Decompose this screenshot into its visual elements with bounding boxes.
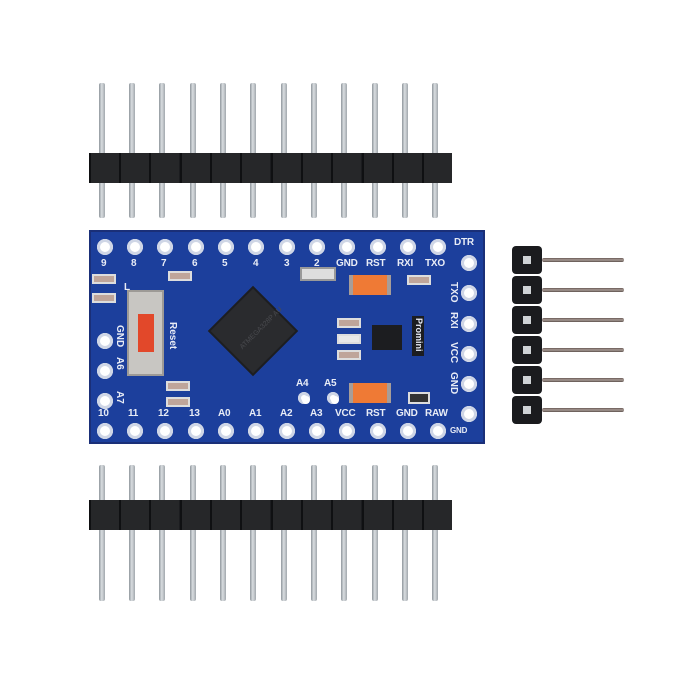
pin-label: RAW: [425, 408, 448, 419]
pin-label: 12: [158, 408, 169, 419]
bottom-pin-header: [89, 465, 452, 601]
pin-label-gnd-left: GND: [114, 325, 125, 348]
orange-capacitor-top: [349, 275, 391, 295]
diode: [412, 316, 424, 356]
pin-label: RST: [366, 258, 386, 269]
smd-resistor: [337, 350, 361, 360]
smd-resistor: [168, 271, 192, 281]
pin-label: GND: [336, 258, 358, 269]
pin-label: RXI: [397, 258, 414, 269]
pin-label-a6: A6: [114, 357, 125, 370]
voltage-regulator: [372, 325, 402, 350]
smd-resistor: [407, 275, 431, 285]
pin-label: GND: [396, 408, 418, 419]
a5-label: A5: [324, 378, 337, 389]
pin-label-vcc: VCC: [448, 342, 459, 364]
pin-label-a7: A7: [114, 391, 125, 404]
right-angle-pin-header: [512, 246, 624, 432]
promini-label: Promini: [414, 318, 424, 352]
a4-pad: [298, 392, 310, 404]
pin-label: 4: [253, 258, 259, 269]
smd-led: [92, 274, 116, 284]
reset-label: Reset: [167, 322, 178, 350]
pin-label: 3: [284, 258, 290, 269]
top-pin-header: [89, 83, 452, 218]
pin-label: A1: [249, 408, 262, 419]
pin-label: 10: [98, 408, 109, 419]
smd-capacitor: [166, 397, 190, 407]
pin-label-dtr: DTR: [454, 237, 474, 248]
led-label: L: [124, 282, 130, 293]
reset-button: [127, 290, 164, 376]
pin-label: 6: [192, 258, 198, 269]
pin-label: 2: [314, 258, 320, 269]
solder-jumper: [408, 392, 430, 404]
pin-label: 9: [101, 258, 107, 269]
pin-label: VCC: [335, 408, 356, 419]
a4-label: A4: [296, 378, 309, 389]
pin-label: RST: [366, 408, 386, 419]
pin-label: 5: [222, 258, 228, 269]
smd-capacitor: [166, 381, 190, 391]
resonator: [300, 267, 336, 281]
pin-label: 11: [128, 408, 139, 419]
pin-label: 8: [131, 258, 137, 269]
smd-resistor: [337, 318, 361, 328]
atmega328p-chip: ATMEGA328P AU: [205, 283, 301, 379]
smd-resistor: [92, 293, 116, 303]
pin-label: TXO: [425, 258, 445, 269]
pin-label: A3: [310, 408, 323, 419]
smd-led-power: [337, 334, 361, 344]
pin-label: A0: [218, 408, 231, 419]
a5-pad: [327, 392, 339, 404]
pin-label: A2: [280, 408, 293, 419]
pin-label-gnd: GND: [448, 372, 459, 395]
pin-label: 7: [161, 258, 167, 269]
pin-label: 13: [189, 408, 200, 419]
pin-label-txo: TXO: [448, 282, 459, 303]
pin-label-gnd-corner: GND: [450, 426, 468, 435]
pin-label-rxi: RXI: [448, 312, 459, 329]
orange-capacitor-bottom: [349, 383, 391, 403]
